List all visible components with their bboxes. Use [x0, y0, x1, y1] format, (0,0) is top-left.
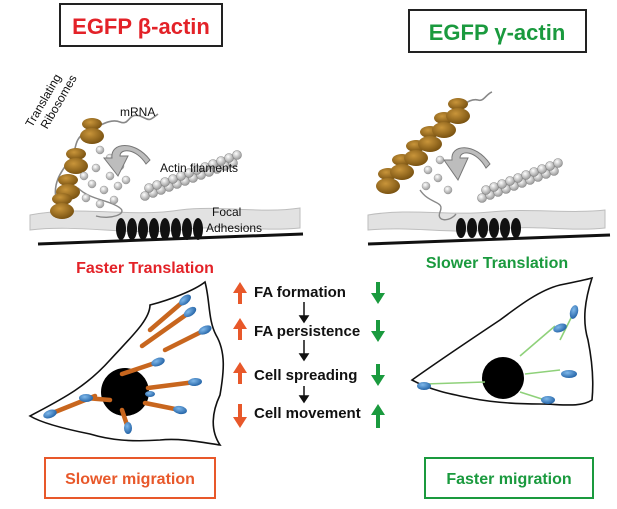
- actin-rods-left: [52, 297, 208, 431]
- comparison-label-1: FA formation: [254, 284, 346, 301]
- curved-arrow-left: [102, 145, 151, 177]
- focal-adhesions-right: [456, 218, 521, 238]
- focal-label-line1: Focal: [212, 205, 241, 219]
- comparison-label-2: FA persistence: [254, 323, 360, 340]
- focal-adhesion-dots-right: [417, 305, 579, 404]
- ribosome-label: Translating Ribosomes: [22, 71, 79, 131]
- beta-cell: [28, 280, 225, 447]
- gamma-migration-label: Faster migration: [446, 471, 571, 488]
- actin-monomers-right: [421, 155, 453, 195]
- focal-adhesions-left: [116, 218, 203, 240]
- beta-title: EGFP β-actin: [72, 14, 210, 39]
- flow-arrows: [298, 302, 310, 404]
- membrane-right: [367, 209, 611, 246]
- beta-translation-label: Faster Translation: [76, 260, 214, 277]
- ribosomes-right: [376, 98, 470, 194]
- actin-filament-right: [477, 158, 563, 203]
- mrna-loop-left: [77, 187, 123, 218]
- arrow-up-icon: [371, 404, 385, 428]
- gamma-title: EGFP γ-actin: [429, 20, 566, 45]
- arrow-up-icon: [233, 318, 247, 340]
- comparison-label-4: Cell movement: [254, 405, 361, 422]
- mrna-loop-right: [419, 189, 457, 221]
- mrna-label: mRNA: [120, 105, 155, 119]
- actin-filaments-label: Actin filaments: [160, 161, 238, 175]
- beta-migration-label: Slower migration: [65, 471, 195, 488]
- actin-monomers-left: [79, 145, 131, 209]
- gamma-cell: [410, 276, 594, 406]
- beta-migration-box: [44, 457, 216, 499]
- focal-adhesion-dots-left: [43, 294, 212, 434]
- focal-label-line2: Adhesions: [206, 221, 262, 235]
- gamma-translation-label: Slower Translation: [426, 255, 568, 272]
- gamma-nucleus: [482, 357, 524, 399]
- gamma-title-box: [408, 9, 587, 53]
- gamma-migration-box: [424, 457, 594, 499]
- arrow-down-icon: [371, 282, 385, 304]
- comparison-list: FA formation FA persistence Cell spreadi…: [233, 282, 385, 428]
- gamma-arrows: [371, 282, 385, 428]
- actin-filament-left: [140, 150, 242, 201]
- arrow-down-icon: [233, 404, 247, 428]
- arrow-down-icon: [371, 364, 385, 386]
- arrow-up-icon: [233, 282, 247, 304]
- comparison-label-3: Cell spreading: [254, 367, 357, 384]
- beta-arrows: [233, 282, 247, 428]
- arrow-up-icon: [233, 362, 247, 384]
- beta-title-box: [59, 3, 223, 47]
- curved-arrow-right: [443, 147, 491, 182]
- arrow-down-icon: [371, 320, 385, 342]
- beta-nucleus: [101, 368, 149, 416]
- ribosomes-left: [50, 118, 104, 219]
